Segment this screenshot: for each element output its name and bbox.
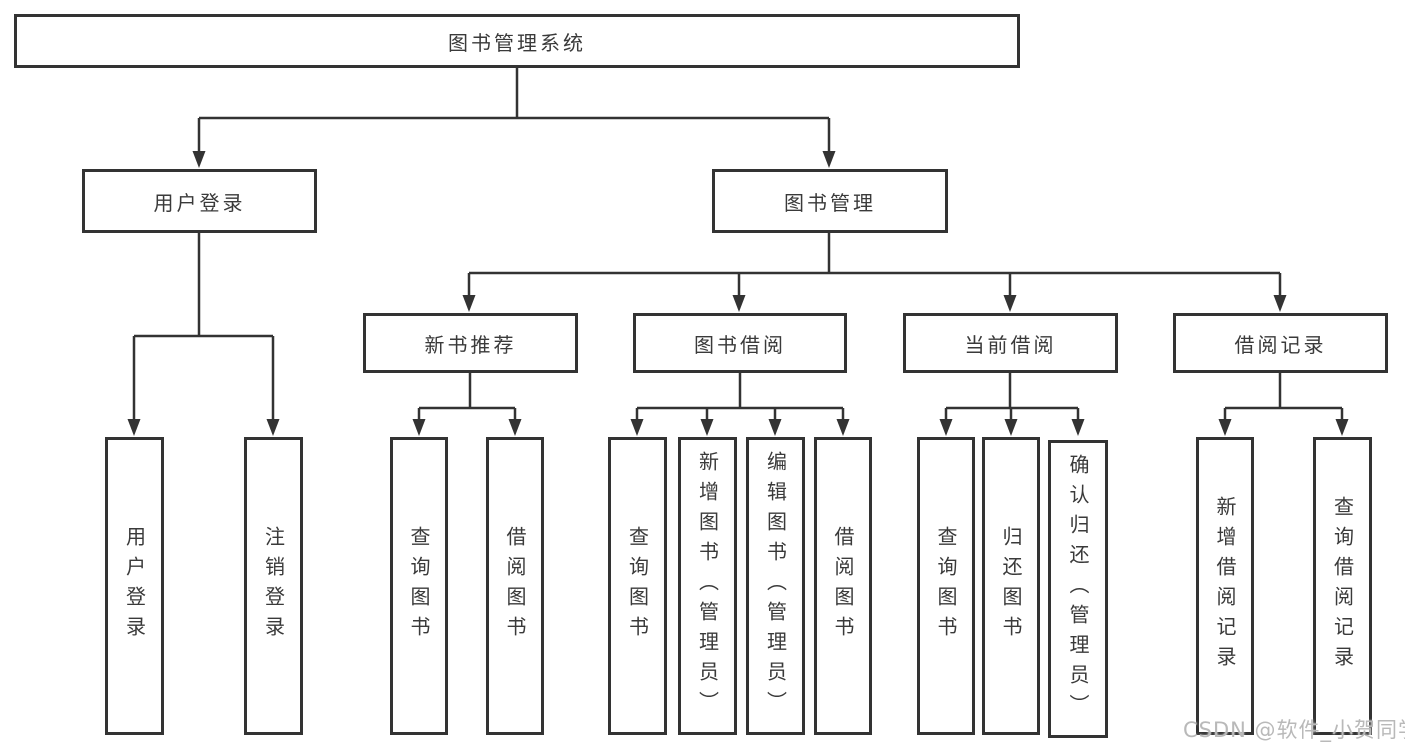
leaf-user-login: 用户登录 bbox=[105, 437, 164, 735]
node-new-book-recommendation: 新书推荐 bbox=[363, 313, 578, 373]
leaf-confirm-return-admin: 确认归还（管理员） bbox=[1048, 440, 1108, 738]
node-root: 图书管理系统 bbox=[14, 14, 1020, 68]
watermark-text: CSDN @软件_小贺同学 bbox=[1183, 718, 1405, 742]
leaf-query-books-current: 查询图书 bbox=[917, 437, 975, 735]
leaf-query-books-borrowing: 查询图书 bbox=[608, 437, 667, 735]
leaf-edit-books-admin: 编辑图书（管理员） bbox=[746, 437, 805, 735]
leaf-label: 注销登录 bbox=[261, 526, 286, 646]
leaf-label: 借阅图书 bbox=[503, 526, 527, 646]
section-label: 当前借阅 bbox=[964, 332, 1057, 357]
node-book-management: 图书管理 bbox=[712, 169, 948, 233]
leaf-label: 用户登录 bbox=[122, 526, 147, 646]
leaf-label: 确认归还（管理员） bbox=[1066, 454, 1090, 724]
leaf-borrow-books-recommend: 借阅图书 bbox=[486, 437, 544, 735]
leaf-borrow-books: 借阅图书 bbox=[814, 437, 872, 735]
node-user-login-label: 用户登录 bbox=[153, 190, 246, 215]
leaf-label: 编辑图书（管理员） bbox=[763, 451, 788, 721]
section-label: 图书借阅 bbox=[694, 332, 786, 357]
node-book-management-label: 图书管理 bbox=[784, 190, 876, 215]
node-book-borrowing: 图书借阅 bbox=[633, 313, 847, 373]
node-user-login: 用户登录 bbox=[82, 169, 317, 233]
leaf-return-books: 归还图书 bbox=[982, 437, 1040, 735]
leaf-add-borrow-record: 新增借阅记录 bbox=[1196, 437, 1254, 735]
leaf-label: 查询图书 bbox=[407, 526, 431, 646]
leaf-query-borrow-record: 查询借阅记录 bbox=[1313, 437, 1372, 735]
leaf-label: 查询图书 bbox=[934, 526, 958, 646]
section-label: 借阅记录 bbox=[1234, 332, 1327, 357]
leaf-add-books-admin: 新增图书（管理员） bbox=[678, 437, 737, 735]
leaf-label: 借阅图书 bbox=[831, 526, 855, 646]
leaf-label: 归还图书 bbox=[999, 526, 1023, 646]
node-borrow-records: 借阅记录 bbox=[1173, 313, 1388, 373]
leaf-label: 查询借阅记录 bbox=[1330, 496, 1355, 676]
node-current-borrowing: 当前借阅 bbox=[903, 313, 1118, 373]
leaf-logout-login: 注销登录 bbox=[244, 437, 303, 735]
leaf-label: 查询图书 bbox=[625, 526, 650, 646]
section-label: 新书推荐 bbox=[424, 332, 517, 357]
leaf-label: 新增图书（管理员） bbox=[695, 451, 720, 721]
leaf-label: 新增借阅记录 bbox=[1213, 496, 1237, 676]
node-root-label: 图书管理系统 bbox=[448, 30, 586, 55]
leaf-query-books-recommend: 查询图书 bbox=[390, 437, 448, 735]
